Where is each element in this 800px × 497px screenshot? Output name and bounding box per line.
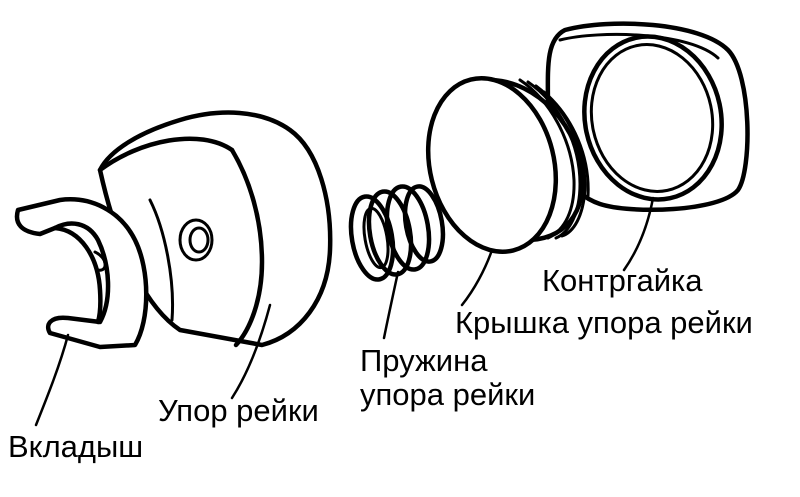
locknut-label: Контргайка (542, 263, 703, 298)
spring-label-line1: Пружина (360, 343, 488, 378)
bushing-part (14, 197, 149, 350)
spring-leader (382, 270, 400, 340)
bushing-label: Вкладыш (8, 429, 144, 464)
cap-leader (460, 248, 494, 307)
cap-label: Крышка упора рейки (455, 305, 753, 340)
locknut-leader (622, 196, 655, 272)
locknut-part (545, 21, 750, 213)
spring-part (348, 184, 446, 282)
rack-guide-leader (230, 303, 272, 400)
spring-label-line2: упора рейки (360, 377, 536, 412)
bushing-leader (34, 333, 70, 427)
cap-part (425, 76, 590, 254)
rack-guide-part (97, 110, 333, 348)
rack-guide-label: Упор рейки (158, 393, 319, 428)
